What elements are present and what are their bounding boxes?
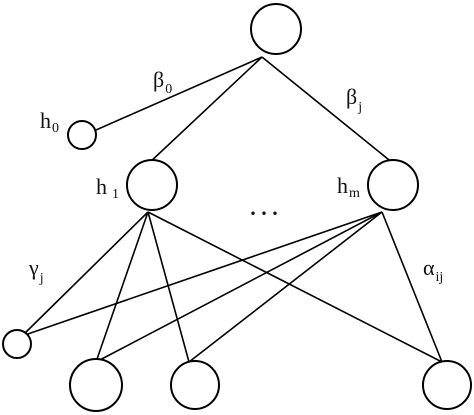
betaj-sub: j [357, 100, 362, 115]
beta0-sub: 0 [165, 82, 172, 97]
ellipsis: ··· [248, 197, 281, 230]
edge-h1-x2 [95, 211, 149, 363]
h1-node [126, 159, 178, 211]
hm-label: hm [337, 173, 360, 201]
betaj-label: βj [346, 84, 362, 115]
beta0-main: β [153, 67, 164, 92]
input-node-2 [69, 358, 123, 412]
alphaij-sub: ij [436, 270, 444, 285]
edge-hm-x1 [21, 211, 383, 337]
edge-hm-x4 [381, 211, 443, 363]
edge-top-h0 [95, 56, 263, 131]
beta0-label: β0 [153, 67, 172, 97]
hm-sub: m [349, 186, 360, 201]
betaj-main: β [346, 84, 357, 109]
edge-hm-x3 [188, 211, 383, 363]
edge-h1-x1 [21, 211, 149, 337]
edge-top-h1 [147, 56, 263, 165]
edge-h1-x3 [147, 211, 190, 363]
h0-node [67, 120, 97, 150]
h0-label: h0 [40, 108, 59, 136]
edges [21, 56, 443, 363]
input-node-1 [2, 329, 32, 359]
input-node-3 [170, 360, 220, 410]
h1-main: h [96, 174, 107, 199]
hm-node [367, 159, 419, 211]
gammaj-main: γ [28, 255, 39, 280]
alphaij-label: αij [423, 255, 443, 285]
edge-h1-x4 [147, 211, 443, 363]
h1-sub: 1 [112, 187, 119, 202]
gammaj-label: γj [28, 255, 44, 286]
h0-sub: 0 [52, 121, 59, 136]
alphaij-main: α [423, 255, 435, 280]
h0-main: h [40, 108, 51, 133]
nodes [2, 3, 472, 412]
output-node [250, 3, 302, 55]
hm-main: h [337, 173, 348, 198]
input-node-4 [422, 360, 472, 410]
gammaj-sub: j [39, 271, 44, 286]
edge-top-hm [261, 56, 395, 165]
edge-hm-x2 [95, 211, 383, 363]
